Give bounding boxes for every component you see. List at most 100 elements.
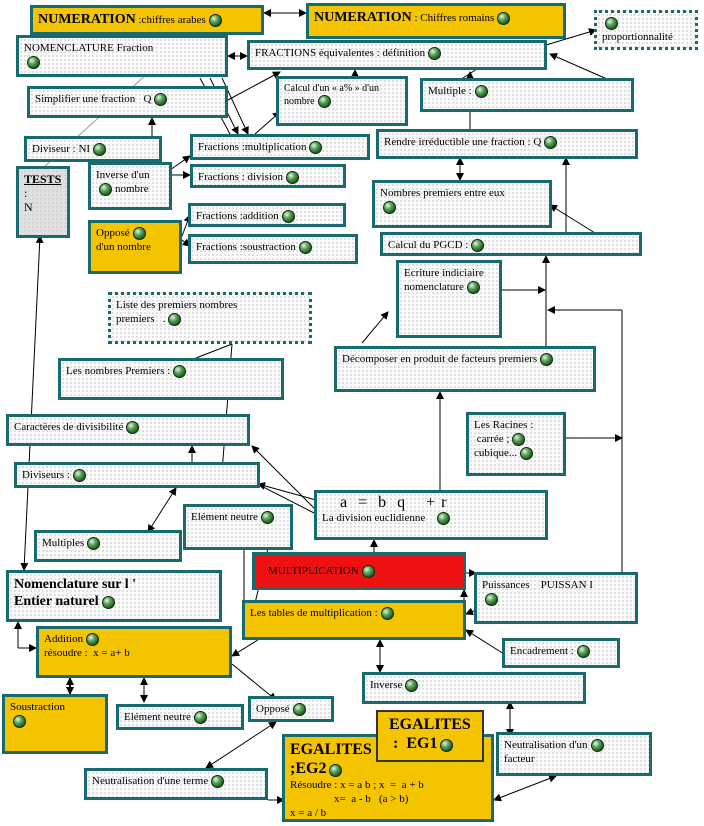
green-ball-icon	[72, 468, 86, 482]
connector	[231, 663, 277, 701]
node-label: FRACTIONS équivalentes : définition	[255, 47, 426, 59]
node-label: proportionnalité	[602, 31, 673, 43]
connector	[195, 343, 233, 359]
node-tests: TESTS:N	[16, 166, 70, 238]
green-ball-icon	[260, 510, 274, 524]
node-label-2: résoudre : x = a+ b	[44, 647, 130, 659]
node-label: Fractions : division	[198, 171, 283, 183]
green-ball-icon	[317, 95, 331, 109]
green-ball-icon	[474, 84, 488, 98]
green-ball-icon	[292, 702, 306, 716]
node-fractions-addition: Fractions :addition	[188, 203, 346, 227]
node-label: Encadrement :	[510, 645, 574, 657]
node-label: Calcul d'un « a% » d'un	[284, 83, 379, 94]
connector	[147, 487, 177, 533]
node-numeration-arabes: NUMERATION :chiffres arabes	[30, 5, 264, 35]
connector	[549, 204, 596, 234]
node-nomenclature-fraction: NOMENCLATURE Fraction	[16, 35, 228, 77]
node-label: Caractères de divisibilité	[14, 421, 124, 433]
node-label-3: N	[24, 200, 33, 214]
node-label-2: premiers .	[116, 313, 166, 325]
node-label: TESTS	[24, 172, 62, 186]
node-decomposer: Décomposer en produit de facteurs premie…	[334, 346, 596, 392]
node-label: Multiple :	[428, 85, 472, 97]
node-diviseurs: Diviseurs :	[14, 462, 260, 488]
node-oppose: Opposé	[248, 696, 334, 722]
node-label-2: d'un nombre	[96, 241, 151, 253]
node-label: Liste des premiers nombres	[116, 299, 238, 311]
node-label: Fractions :multiplication	[198, 141, 307, 153]
green-ball-icon	[485, 592, 498, 606]
node-label-3: cubique...	[474, 447, 518, 459]
green-ball-icon	[99, 182, 112, 196]
green-ball-icon	[285, 170, 299, 184]
node-formula: a = b q + r	[340, 494, 448, 511]
node-label: Simplifier une fraction Q	[35, 93, 152, 105]
node-fractions-equivalentes: FRACTIONS équivalentes : définition	[247, 40, 547, 70]
node-label: Les tables de multiplication :	[250, 607, 378, 619]
connector	[361, 311, 389, 344]
green-ball-icon	[428, 46, 442, 60]
node-encadrement: Encadrement :	[502, 638, 620, 668]
node-multiple: Multiple :	[420, 78, 634, 112]
green-ball-icon	[576, 644, 590, 658]
green-ball-icon	[471, 238, 485, 252]
green-ball-icon	[329, 763, 343, 777]
node-label-2: nombre	[115, 183, 149, 195]
node-label: Fractions :addition	[196, 210, 279, 222]
node-neutralisation-terme: Neutralisation d'une terme	[84, 768, 268, 800]
green-ball-icon	[497, 11, 511, 25]
green-ball-icon	[211, 774, 225, 788]
node-label-2: : EG1	[389, 735, 438, 752]
node-multiplication: MULTIPLICATION	[252, 552, 466, 590]
green-ball-icon	[27, 55, 40, 69]
node-label: Soustraction	[10, 701, 65, 713]
green-ball-icon	[540, 352, 554, 366]
node-label: Puissances PUISSAN I	[482, 579, 593, 591]
node-irreductible: Rendre irréductible une fraction : Q	[376, 129, 638, 159]
green-ball-icon	[101, 595, 115, 609]
node-fractions-multiplication: Fractions :multiplication	[190, 134, 370, 160]
green-ball-icon	[590, 738, 604, 752]
node-nomenclature-entier: Nomenclature sur l 'Entier naturel	[6, 570, 222, 622]
node-nombres-premiers: Les nombres Premiers :	[58, 358, 284, 400]
node-label: Ecriture indiciaire	[404, 267, 484, 279]
green-ball-icon	[193, 710, 207, 724]
green-ball-icon	[361, 564, 375, 578]
node-label-2: :	[24, 186, 28, 200]
green-ball-icon	[520, 446, 534, 460]
node-fractions-soustraction: Fractions :soustraction	[188, 234, 358, 264]
connector	[169, 155, 191, 171]
green-ball-icon	[13, 714, 26, 728]
node-label: : Chiffres romains	[411, 12, 495, 24]
node-proportionnalite: proportionnalité	[594, 10, 698, 50]
green-ball-icon	[544, 135, 558, 149]
connector	[20, 235, 44, 571]
node-puissances: Puissances PUISSAN I	[474, 572, 638, 624]
green-ball-icon	[309, 140, 323, 154]
node-label: Nomenclature sur l '	[14, 577, 136, 592]
node-bold-label: NUMERATION	[314, 10, 412, 25]
node-label: NOMENCLATURE Fraction	[24, 42, 154, 54]
node-fractions-division: Fractions : division	[190, 164, 346, 188]
green-ball-icon	[405, 678, 419, 692]
node-resolve-1: Résoudre : x = a b ; x = a + b	[290, 779, 424, 791]
green-ball-icon	[512, 432, 526, 446]
node-label: Inverse d'un	[96, 169, 150, 181]
green-ball-icon	[466, 280, 480, 294]
node-label-2: nomenclature	[404, 281, 464, 293]
node-label: Les Racines :	[474, 419, 534, 431]
node-label: Fractions :soustraction	[196, 241, 296, 253]
green-ball-icon	[440, 738, 454, 752]
node-ecriture-indiciaire: Ecriture indiciaire nomenclature	[396, 260, 502, 338]
node-label: La division euclidienne	[322, 512, 426, 524]
node-label: Addition	[44, 633, 84, 645]
green-ball-icon	[208, 13, 222, 27]
node-liste-premiers: Liste des premiers nombres premiers .	[108, 292, 312, 344]
node-label: Inverse	[370, 679, 403, 691]
green-ball-icon	[173, 364, 187, 378]
node-label: Multiples	[42, 537, 85, 549]
